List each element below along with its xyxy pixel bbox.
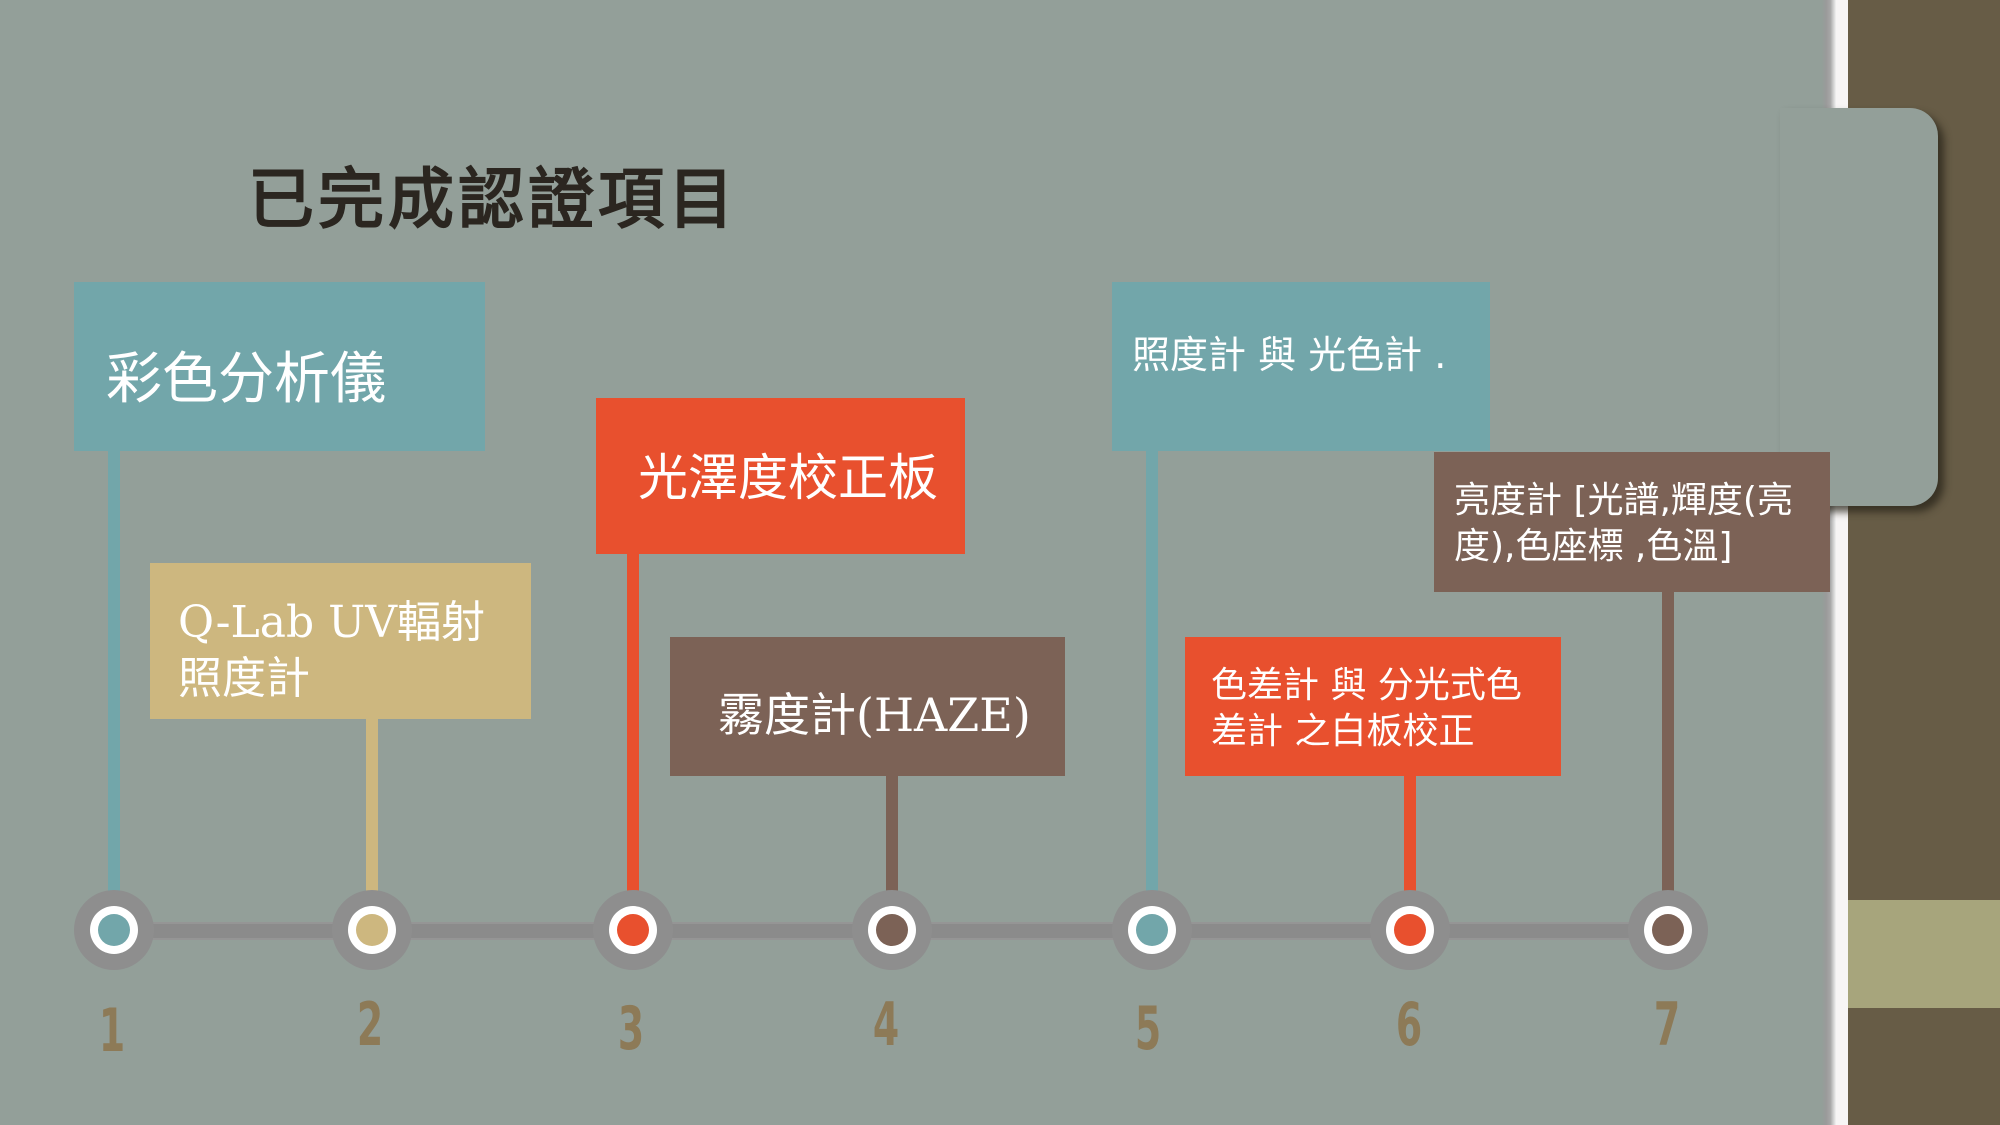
item-number-7: 7 xyxy=(1653,990,1681,1060)
item-box-2: Q-Lab UV輻射 照度計 xyxy=(150,563,531,719)
item-label-3: 光澤度校正板 xyxy=(638,449,938,507)
timeline-node-4 xyxy=(852,890,932,970)
stem-1 xyxy=(108,451,120,931)
item-number-4: 4 xyxy=(872,990,900,1060)
item-number-3: 3 xyxy=(617,994,645,1064)
item-number-5: 5 xyxy=(1134,994,1162,1064)
timeline-node-7 xyxy=(1628,890,1708,970)
item-box-6: 色差計 與 分光式色 差計 之白板校正 xyxy=(1185,637,1561,776)
item-box-3: 光澤度校正板 xyxy=(596,398,965,554)
item-box-1: 彩色分析儀 xyxy=(74,282,485,451)
item-number-2: 2 xyxy=(356,990,384,1060)
item-label-6: 色差計 與 分光式色 差計 之白板校正 xyxy=(1211,665,1522,752)
stem-2 xyxy=(366,719,378,931)
timeline-node-5 xyxy=(1112,890,1192,970)
item-box-5: 照度計 與 光色計 . xyxy=(1112,282,1490,451)
timeline-node-2 xyxy=(332,890,412,970)
item-label-2: Q-Lab UV輻射 照度計 xyxy=(178,597,486,704)
item-number-1: 1 xyxy=(98,996,126,1066)
stem-7 xyxy=(1662,592,1674,931)
item-label-5: 照度計 與 光色計 . xyxy=(1132,333,1447,377)
item-number-6: 6 xyxy=(1395,990,1423,1060)
item-label-4: 霧度計(HAZE) xyxy=(718,688,1031,742)
item-label-1: 彩色分析儀 xyxy=(106,347,386,412)
stem-5 xyxy=(1146,451,1158,931)
right-decor-stripe xyxy=(1848,900,2000,1008)
slide-title: 已完成認證項目 xyxy=(248,161,738,238)
timeline-node-3 xyxy=(593,890,673,970)
side-tab xyxy=(1780,108,1938,506)
timeline-node-6 xyxy=(1370,890,1450,970)
item-box-7: 亮度計 [光譜,輝度(亮 度),色座標 ,色溫] xyxy=(1434,452,1830,592)
item-label-7: 亮度計 [光譜,輝度(亮 度),色座標 ,色溫] xyxy=(1454,480,1793,567)
item-box-4: 霧度計(HAZE) xyxy=(670,637,1065,776)
stem-3 xyxy=(627,554,639,931)
timeline-node-1 xyxy=(74,890,154,970)
